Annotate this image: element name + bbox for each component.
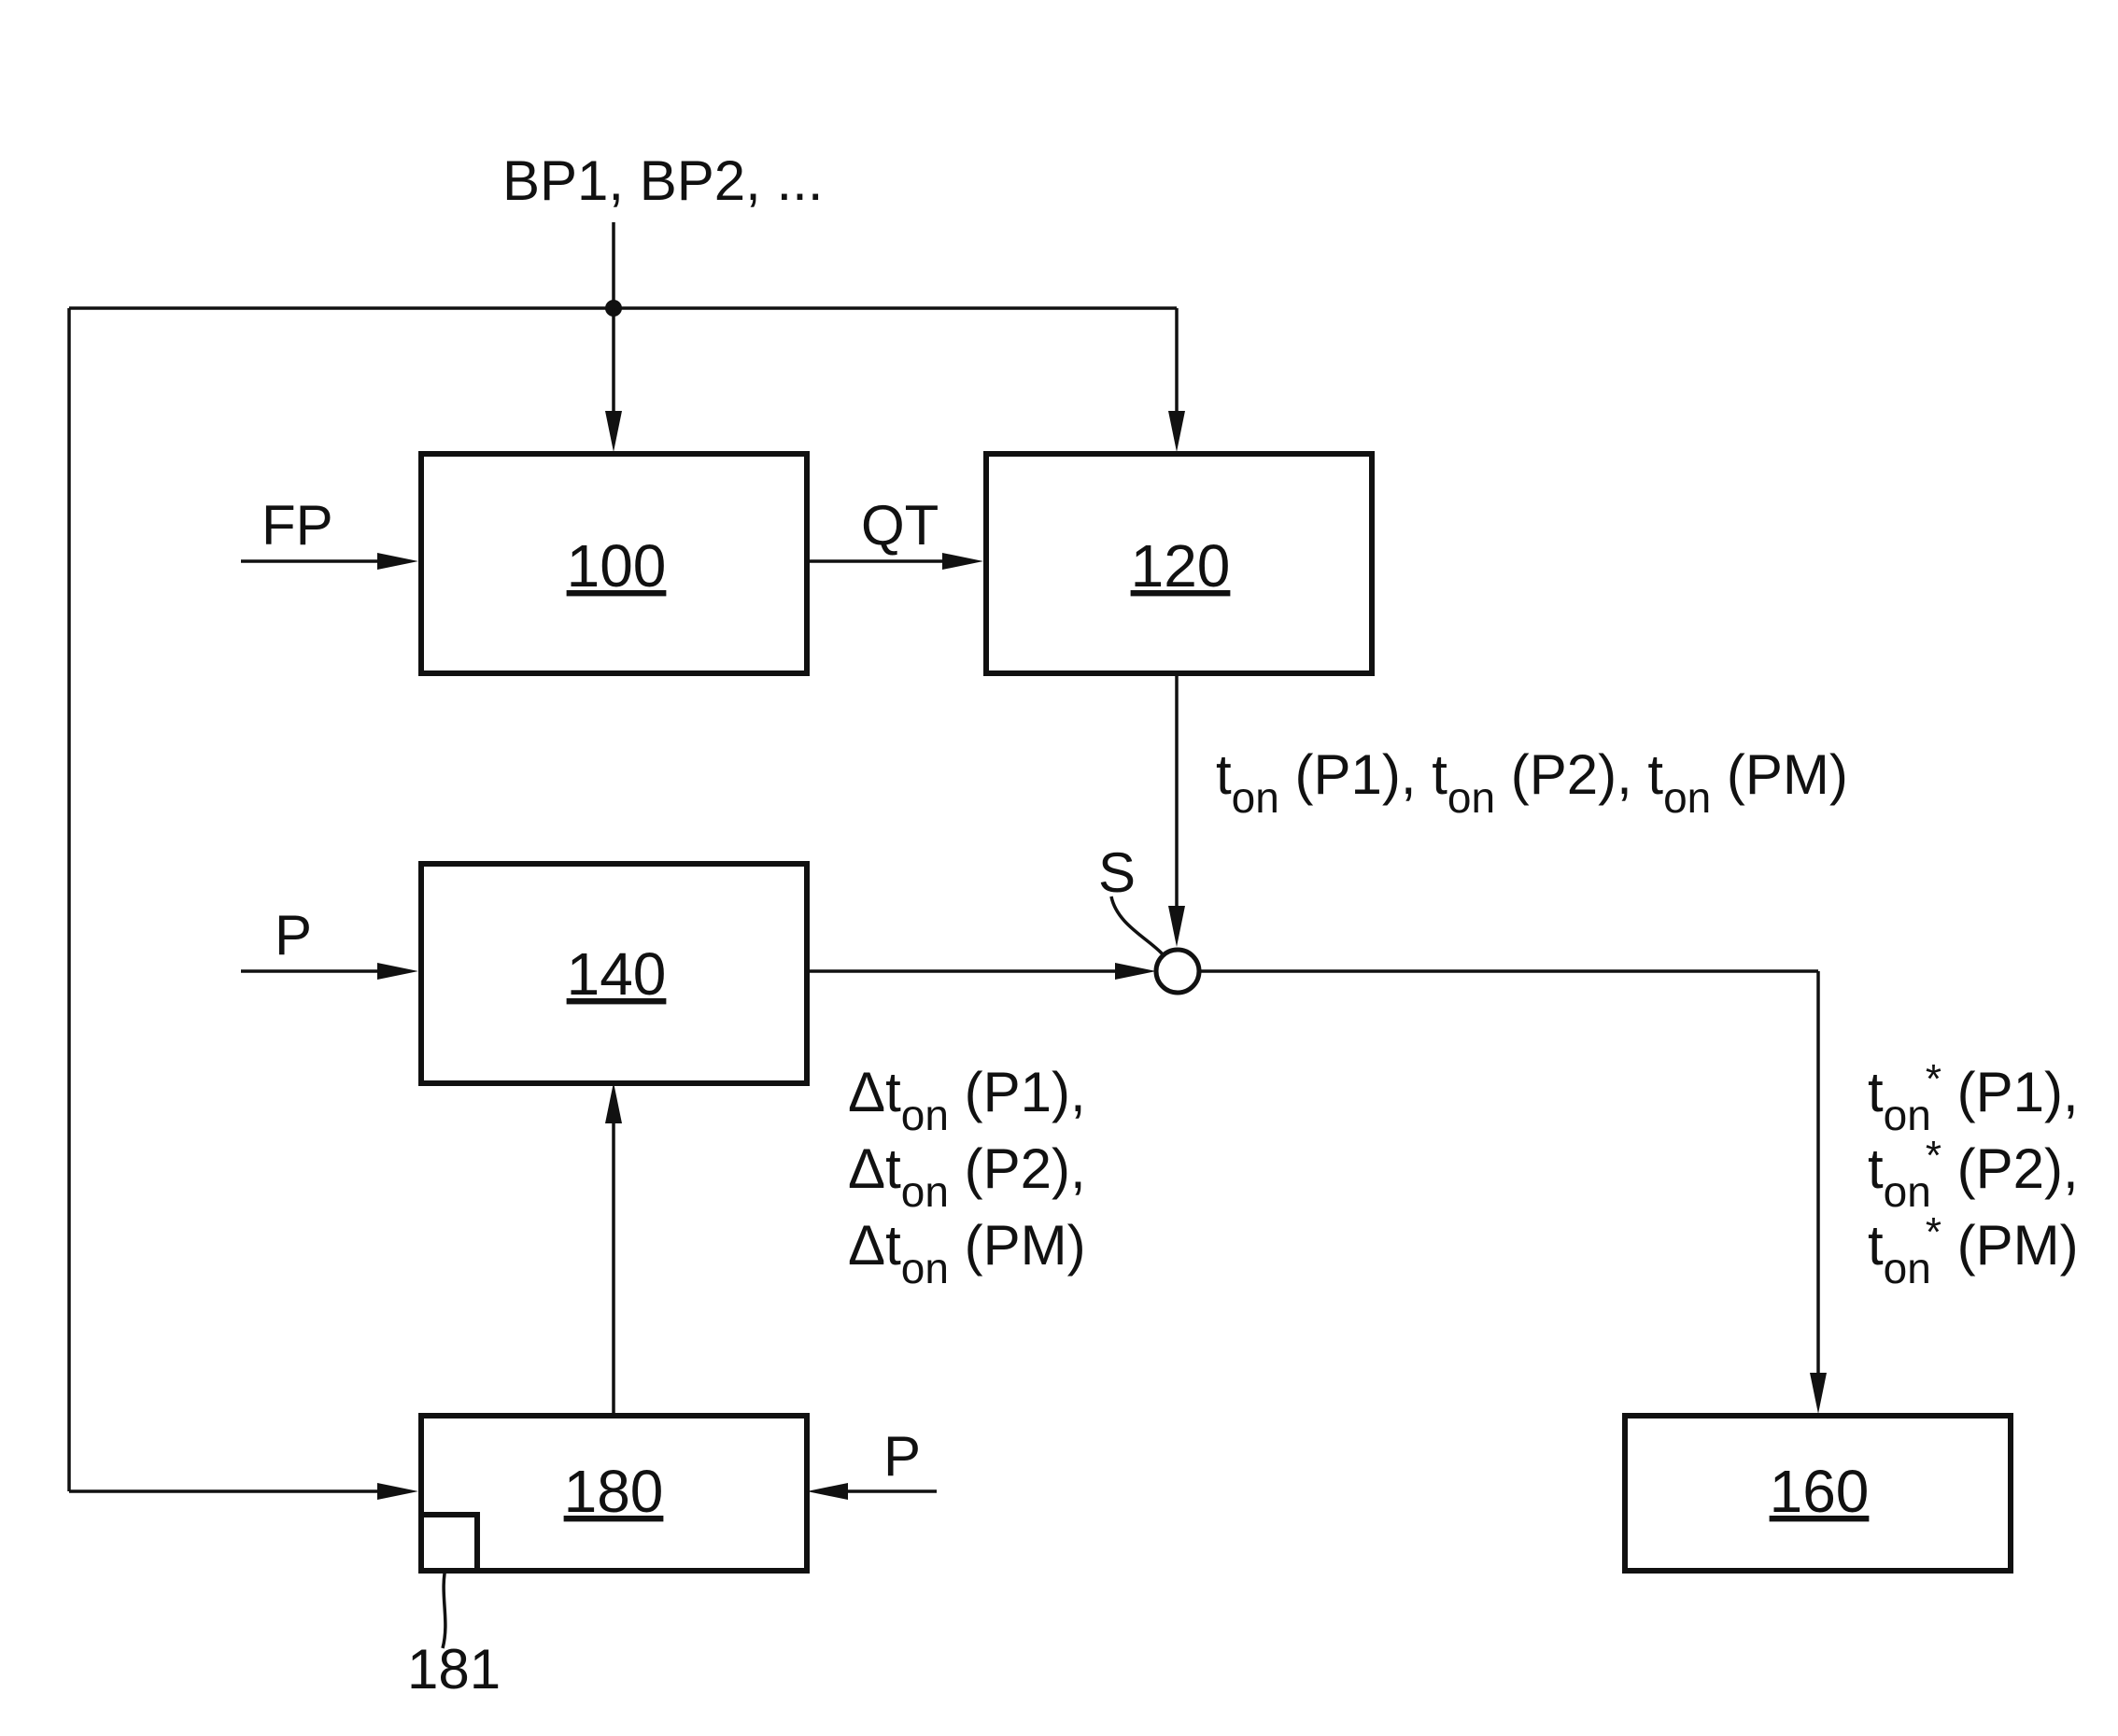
delta-rest-2: (P2),: [949, 1137, 1086, 1200]
star-sup-3: *: [1926, 1209, 1942, 1255]
summing-point: [1156, 950, 1199, 993]
block-140: 140: [421, 864, 807, 1083]
block-180-label: 180: [564, 1458, 664, 1525]
ton-t-3: t: [1647, 743, 1663, 806]
star-t-1: t: [1868, 1061, 1884, 1123]
arrowhead-into-100: [605, 411, 622, 452]
block-160-label: 160: [1770, 1458, 1870, 1525]
arrowhead-qt: [942, 553, 983, 570]
delta-ton-line-1: Δton (P1),: [848, 1061, 1086, 1139]
star-rest-1: (P1),: [1942, 1061, 2079, 1123]
arrowhead-into-180-left: [377, 1483, 418, 1500]
arrowhead-into-160: [1810, 1373, 1827, 1414]
star-sub-2: on: [1884, 1167, 1931, 1216]
star-rest-2: (P2),: [1942, 1137, 2079, 1200]
arrowhead-p-180: [807, 1483, 848, 1500]
input-label-bp: BP1, BP2, ...: [502, 149, 824, 212]
ton-sub-3: on: [1663, 773, 1711, 822]
delta-ton-line-2: Δton (P2),: [848, 1137, 1086, 1216]
arrowhead-fp: [377, 553, 418, 570]
ton-rest-2: (P2),: [1495, 743, 1647, 806]
star-t-2: t: [1868, 1137, 1884, 1200]
delta-prefix-2: Δt: [848, 1137, 901, 1200]
ton-rest-1: (P1),: [1279, 743, 1432, 806]
arrowhead-into-s-left: [1115, 963, 1156, 980]
star-rest-3: (PM): [1942, 1214, 2079, 1277]
delta-rest-3: (PM): [949, 1214, 1086, 1277]
ton-output-label: ton (P1), ton (P2), ton (PM): [1216, 743, 1848, 822]
block-181-subbox: [421, 1515, 477, 1571]
delta-sub-3: on: [901, 1244, 949, 1292]
block-100-label: 100: [567, 532, 667, 600]
star-sup-1: *: [1926, 1056, 1942, 1102]
block-120-label: 120: [1131, 532, 1231, 600]
input-label-p-180: P: [883, 1425, 921, 1488]
input-label-fp: FP: [261, 494, 333, 557]
star-sub-3: on: [1884, 1244, 1931, 1292]
ref-181-leader-line: [443, 1564, 446, 1648]
ton-star-line-1: ton* (P1),: [1868, 1056, 2079, 1139]
delta-sub-1: on: [901, 1091, 949, 1139]
ton-star-line-3: ton* (PM): [1868, 1209, 2079, 1292]
connections: [69, 222, 1827, 1648]
ton-t-2: t: [1432, 743, 1447, 806]
star-sup-2: *: [1926, 1133, 1942, 1179]
delta-sub-2: on: [901, 1167, 949, 1216]
star-sub-1: on: [1884, 1091, 1931, 1139]
arrowhead-into-s-top: [1168, 906, 1185, 947]
ton-star-labels: ton* (P1), ton* (P2), ton* (PM): [1868, 1056, 2079, 1292]
delta-prefix-1: Δt: [848, 1061, 901, 1123]
arrowhead-into-120: [1168, 411, 1185, 452]
delta-prefix-3: Δt: [848, 1214, 901, 1277]
ton-sub-2: on: [1447, 773, 1495, 822]
summing-point-label: S: [1098, 841, 1136, 904]
ton-rest-3: (PM): [1711, 743, 1848, 806]
block-100: 100: [421, 454, 807, 673]
arrowhead-p-140: [377, 963, 418, 980]
block-160: 160: [1625, 1416, 2011, 1571]
ton-star-line-2: ton* (P2),: [1868, 1133, 2079, 1216]
delta-rest-1: (P1),: [949, 1061, 1086, 1123]
ton-t-1: t: [1216, 743, 1232, 806]
delta-ton-line-3: Δton (PM): [848, 1214, 1086, 1292]
block-180: 180: [421, 1416, 807, 1571]
signal-label-qt: QT: [861, 494, 939, 557]
ref-label-181: 181: [407, 1638, 501, 1701]
delta-ton-labels: Δton (P1), Δton (P2), Δton (PM): [848, 1061, 1086, 1292]
block-140-label: 140: [567, 940, 667, 1008]
block-120: 120: [986, 454, 1372, 673]
ton-sub-1: on: [1232, 773, 1279, 822]
input-label-p-140: P: [275, 904, 312, 967]
star-t-3: t: [1868, 1214, 1884, 1277]
s-leader-line: [1111, 896, 1163, 954]
arrowhead-into-140-bottom: [605, 1082, 622, 1123]
